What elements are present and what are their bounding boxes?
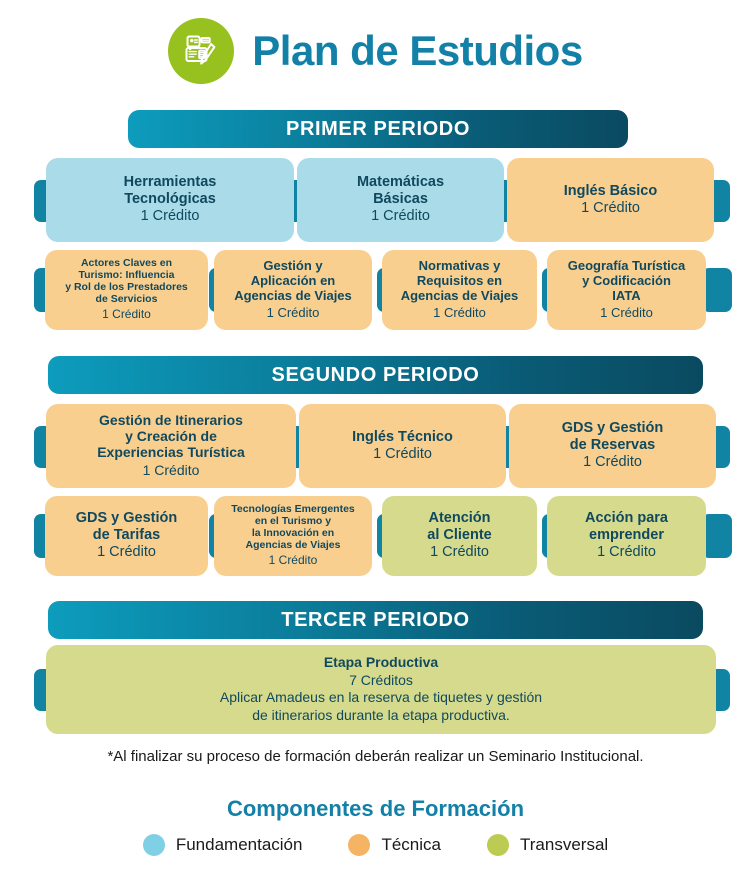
course-credits: 1 Crédito [581, 200, 640, 217]
legend-item-transversal: Transversal [487, 834, 608, 856]
page-header: Plan de Estudios [0, 8, 751, 94]
course-card[interactable]: Inglés Básico 1 Crédito [507, 158, 714, 242]
course-name: Inglés Técnico [352, 428, 453, 445]
course-credits: 1 Crédito [373, 446, 432, 463]
period-header-segundo: SEGUNDO PERIODO [48, 356, 703, 394]
course-credits: 1 Crédito [266, 304, 320, 320]
course-card[interactable]: Etapa Productiva 7 Créditos Aplicar Amad… [46, 645, 716, 734]
course-credits: 1 Crédito [433, 304, 486, 320]
legend: Fundamentación Técnica Transversal [0, 834, 751, 856]
period-header-primer: PRIMER PERIODO [128, 110, 628, 148]
course-card[interactable]: Inglés Técnico 1 Crédito [299, 404, 506, 488]
period-header-label: SEGUNDO PERIODO [271, 363, 480, 386]
course-credits: 1 Crédito [268, 553, 318, 568]
period-header-label: PRIMER PERIODO [286, 117, 470, 140]
legend-title: Componentes de Formación [226, 796, 525, 821]
course-credits: 1 Crédito [430, 544, 489, 561]
legend-label: Transversal [520, 835, 609, 854]
course-credits: 1 Crédito [597, 544, 656, 561]
legend-label: Fundamentación [175, 835, 303, 854]
id-card-document-pen-icon [168, 18, 235, 84]
footnote: *Al finalizar su proceso de formación de… [107, 748, 644, 765]
legend-dot-icon [487, 834, 509, 856]
course-credits: 1 Crédito [600, 304, 653, 320]
period-header-label: TERCER PERIODO [281, 608, 470, 631]
legend-item-fundamentacion: Fundamentación [142, 834, 303, 856]
course-credits: 1 Crédito [371, 208, 430, 225]
legend-label: Técnica [381, 835, 441, 854]
course-credits: 7 Créditos [349, 671, 413, 688]
period-header-tercer: TERCER PERIODO [48, 601, 703, 639]
course-credits: 1 Crédito [583, 454, 642, 471]
course-name: Inglés Básico [563, 182, 658, 199]
course-credits: 1 Crédito [102, 307, 151, 322]
page-title: Plan de Estudios [252, 27, 583, 74]
connector-tab [702, 514, 732, 558]
course-credits: 1 Crédito [140, 208, 200, 225]
course-name: Etapa Productiva [323, 653, 439, 670]
legend-dot-icon [348, 834, 371, 856]
course-credits: 1 Crédito [97, 544, 156, 561]
course-description: Aplicar Amadeus en la reserva de tiquete… [219, 689, 543, 723]
course-credits: 1 Crédito [142, 462, 200, 479]
connector-tab [702, 268, 732, 312]
legend-dot-icon [142, 834, 165, 856]
legend-item-tecnica: Técnica [348, 834, 441, 856]
